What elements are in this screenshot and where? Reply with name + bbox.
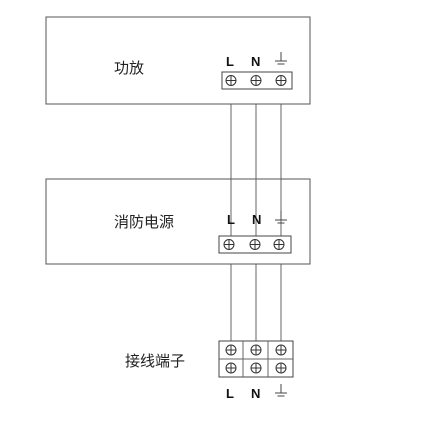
ground-symbol-icon: ⏚ [275,211,287,224]
fire-power-terminal-l: L [227,212,235,227]
screw-terminal-icon [223,239,285,250]
fire-power-terminal-n: N [252,212,261,227]
terminal-block-label: 接线端子 [125,352,185,370]
amplifier-label: 功放 [114,59,144,77]
terminal-block-unit: 接线端子 L N ⏚ [125,340,294,401]
screw-terminal-icon [225,344,287,374]
amplifier-unit: 功放 L N ⏚ [45,16,311,105]
amplifier-terminal-l: L [226,54,234,69]
amplifier-box [45,16,311,105]
terminal-block-terminal-l: L [226,386,234,401]
fire-power-label: 消防电源 [114,213,174,231]
fire-power-unit: 消防电源 L N ⏚ [45,178,311,265]
amplifier-terminal-n: N [251,54,260,69]
ground-symbol-icon: ⏚ [275,52,287,65]
screw-terminal-icon [225,75,287,86]
ground-symbol-icon: ⏚ [275,384,287,397]
terminal-block-terminal-n: N [251,386,260,401]
